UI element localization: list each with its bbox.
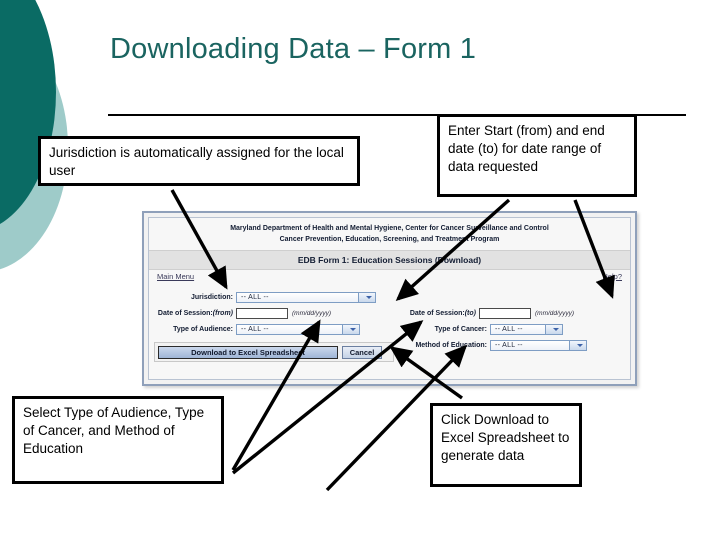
method-of-education-select-value: -- ALL -- (495, 342, 523, 349)
main-menu-link[interactable]: Main Menu (157, 272, 195, 281)
page-title: Downloading Data – Form 1 (110, 33, 477, 65)
chevron-down-icon (342, 325, 359, 334)
form-links-row: Main Menu Help? (149, 270, 630, 286)
form-inner-panel: Maryland Department of Health and Mental… (148, 217, 631, 380)
field-label-date-from: Date of Session:(from) (157, 310, 233, 317)
field-date-to: Date of Session:(to) (mm/dd/yyyy) (402, 308, 574, 319)
date-to-input[interactable] (479, 308, 531, 319)
field-label-method-of-education: Method of Education: (415, 342, 487, 349)
field-label-type-of-audience: Type of Audience: (173, 326, 233, 333)
form-title-banner: EDB Form 1: Education Sessions (Download… (149, 250, 630, 270)
chevron-down-icon (358, 293, 375, 302)
date-from-input[interactable] (236, 308, 288, 319)
field-type-of-audience: Type of Audience: -- ALL -- (169, 324, 360, 335)
cancel-button[interactable]: Cancel (342, 345, 382, 359)
field-jurisdiction: Jurisdiction: -- ALL -- (167, 292, 376, 303)
type-of-audience-select[interactable]: -- ALL -- (236, 324, 360, 335)
title-divider (108, 114, 686, 116)
date-from-hint: (mm/dd/yyyy) (292, 310, 331, 317)
callout-select-types: Select Type of Audience, Type of Cancer,… (12, 396, 224, 484)
field-method-of-education: Method of Education: -- ALL -- (411, 340, 587, 351)
help-link[interactable]: Help? (602, 272, 622, 281)
form-screenshot: Maryland Department of Health and Mental… (142, 211, 637, 386)
callout-jurisdiction: Jurisdiction is automatically assigned f… (38, 136, 360, 186)
jurisdiction-select-value: -- ALL -- (241, 294, 269, 301)
agency-header: Maryland Department of Health and Mental… (149, 218, 630, 250)
download-to-excel-button[interactable]: Download to Excel Spreadsheet (158, 345, 338, 359)
form-fields: Jurisdiction: -- ALL -- Date of Session:… (149, 286, 630, 392)
type-of-audience-select-value: -- ALL -- (241, 326, 269, 333)
field-label-type-of-cancer: Type of Cancer: (434, 326, 487, 333)
callout-download: Click Download to Excel Spreadsheet to g… (430, 403, 582, 487)
field-label-jurisdiction: Jurisdiction: (190, 294, 233, 301)
type-of-cancer-select[interactable]: -- ALL -- (490, 324, 563, 335)
callout-date-range: Enter Start (from) and end date (to) for… (437, 114, 637, 197)
field-label-date-to: Date of Session:(to) (409, 310, 476, 317)
form-button-panel: Download to Excel Spreadsheet Cancel (154, 342, 394, 362)
method-of-education-select[interactable]: -- ALL -- (490, 340, 587, 351)
date-to-hint: (mm/dd/yyyy) (535, 310, 574, 317)
agency-line-2: Cancer Prevention, Education, Screening,… (279, 235, 500, 243)
field-date-from: Date of Session:(from) (mm/dd/yyyy) (154, 308, 331, 319)
field-type-of-cancer: Type of Cancer: -- ALL -- (424, 324, 563, 335)
agency-line-1: Maryland Department of Health and Mental… (230, 225, 549, 232)
chevron-down-icon (569, 341, 586, 350)
type-of-cancer-select-value: -- ALL -- (495, 326, 523, 333)
chevron-down-icon (545, 325, 562, 334)
jurisdiction-select[interactable]: -- ALL -- (236, 292, 376, 303)
